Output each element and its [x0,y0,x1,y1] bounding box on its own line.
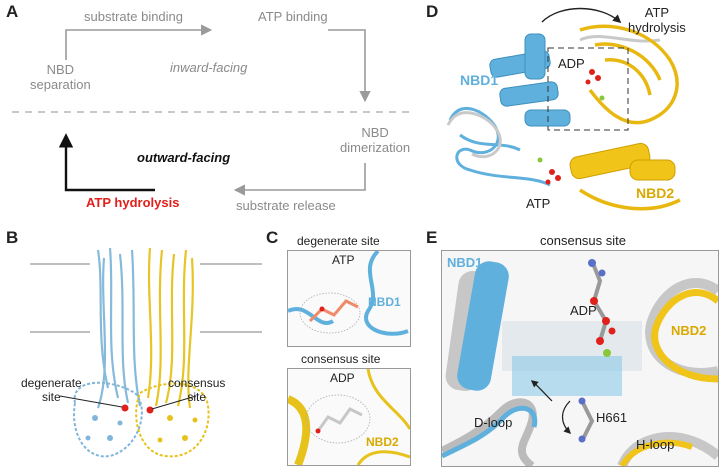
consensus-nbd2-label: NBD2 [366,435,399,449]
cycle-arrow-release [236,163,365,190]
e-h661-label: H661 [596,410,627,425]
consensus-site-inset: ADP NBD2 [287,368,411,466]
e-hloop-label: H-loop [636,437,674,452]
step-nbd-separation: NBD separation [30,62,91,92]
d-atp-hydrolysis-label: ATP hydrolysis [628,5,686,35]
step-atp-binding: ATP binding [258,9,328,24]
degenerate-site-title: degenerate site [297,234,380,248]
d-adp-label: ADP [558,56,585,71]
step-atp-hydrolysis: ATP hydrolysis [86,195,179,210]
panel-label-e: E [426,228,437,248]
panel-b-transporter-structure [0,228,270,468]
degenerate-nbd1-label: NBD1 [368,295,401,309]
state-outward-facing: outward-facing [137,150,230,165]
state-inward-facing: inward-facing [170,60,247,75]
label-degenerate-site: degenerate site [21,376,82,404]
step-substrate-binding: substrate binding [84,9,183,24]
e-title: consensus site [540,233,626,248]
label-consensus-site: consensus site [168,376,225,404]
consensus-adp-label: ADP [330,371,355,385]
degenerate-site-inset: ATP NBD1 [287,250,411,347]
consensus-site-title: consensus site [301,352,380,366]
degenerate-atp-label: ATP [332,253,354,267]
step-nbd-dimerization: NBD dimerization [340,125,410,155]
e-consensus-site-zoom: NBD1 NBD2 ADP H661 D-loop H-loop [441,250,719,467]
e-nbd2-label: NBD2 [671,323,706,338]
panel-label-c: C [266,228,278,248]
step-substrate-release: substrate release [236,198,336,213]
e-nbd1-label: NBD1 [447,255,482,270]
cycle-arrow-binding [66,30,210,60]
d-nbd1-label: NBD1 [460,72,498,88]
e-dloop-label: D-loop [474,415,512,430]
d-nbd2-label: NBD2 [636,185,674,201]
e-adp-label: ADP [570,303,597,318]
d-atp-label: ATP [526,196,550,211]
cycle-arrow-dimerization [328,30,365,100]
